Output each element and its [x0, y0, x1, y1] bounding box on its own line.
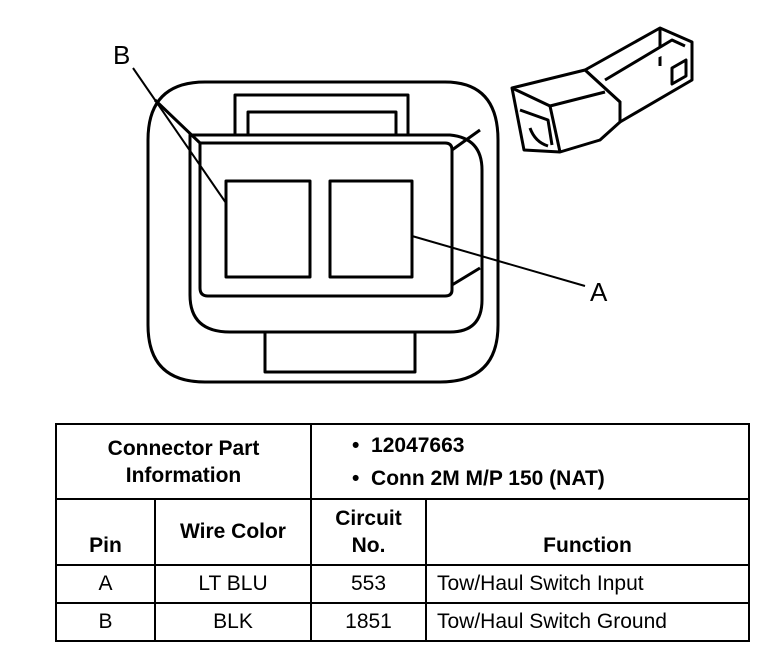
row-b-circuit: 1851: [310, 602, 427, 642]
connector-part-info-row: Connector Part Information • 12047663 • …: [55, 423, 750, 500]
function-header: Function: [425, 498, 750, 566]
pin-b-callout: B: [113, 40, 131, 70]
row-a-circuit: 553: [310, 564, 427, 604]
row-b-pin: B: [55, 602, 156, 642]
connector-3d-view: [510, 26, 694, 154]
connector-bottom-tab: [263, 332, 417, 374]
connector-part-details: • 12047663 • Conn 2M M/P 150 (NAT): [310, 423, 750, 500]
row-a-wire-color: LT BLU: [154, 564, 312, 604]
terminal-cavity-a: [328, 179, 414, 279]
connector-part-info-label: Connector Part Information: [55, 423, 312, 500]
row-b-wire-color: BLK: [154, 602, 312, 642]
connector-part-label-line1: Connector Part: [107, 436, 260, 460]
terminal-cavity-b: [224, 179, 312, 279]
leader-line-a: [411, 235, 586, 287]
connector-diagram: [132, 26, 694, 384]
row-a-pin: A: [55, 564, 156, 604]
connector-inner-body: [188, 133, 484, 334]
wire-color-header: Wire Color: [154, 498, 312, 566]
terminal-cavity-frame: [198, 141, 454, 298]
part-number-item: • 12047663: [352, 433, 465, 457]
leader-line-b: [132, 67, 227, 204]
table-row: B BLK 1851 Tow/Haul Switch Ground: [55, 602, 750, 642]
connector-part-label-line2: Information: [125, 463, 242, 487]
table-row: A LT BLU 553 Tow/Haul Switch Input: [55, 564, 750, 604]
connector-latch: [233, 93, 410, 135]
pin-header: Pin: [55, 498, 156, 566]
connector-type-item: • Conn 2M M/P 150 (NAT): [352, 466, 605, 490]
connector-outer-housing: [146, 80, 500, 384]
row-a-function: Tow/Haul Switch Input: [425, 564, 750, 604]
row-b-function: Tow/Haul Switch Ground: [425, 602, 750, 642]
pin-a-callout: A: [590, 277, 608, 307]
connector-info-table: Connector Part Information • 12047663 • …: [55, 423, 750, 642]
